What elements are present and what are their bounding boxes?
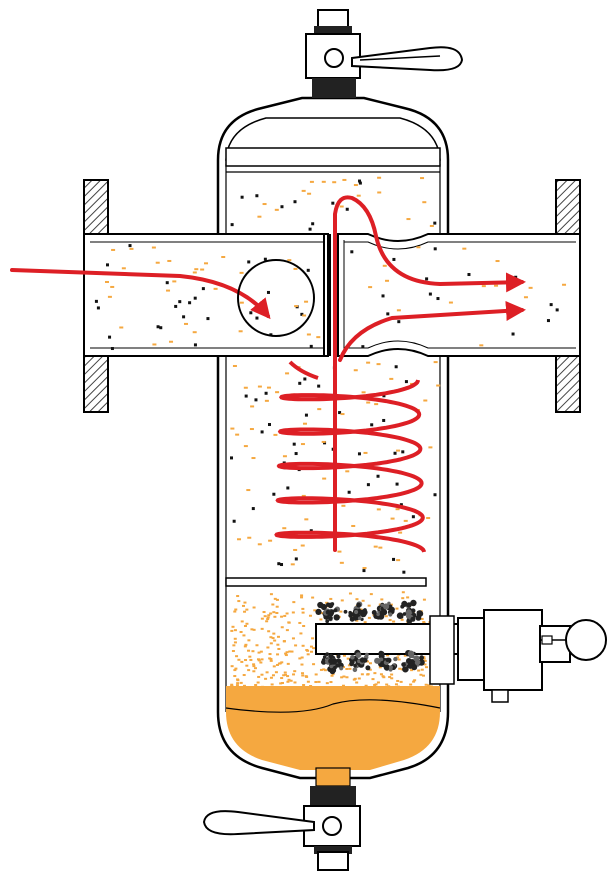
detail-circle: [237, 259, 315, 337]
ball-valve-icon[interactable]: [305, 9, 464, 98]
magnet-rod-icon: [315, 609, 607, 703]
separator-plate: [225, 577, 427, 587]
inlet-pipe: [83, 233, 331, 357]
outlet-pipe: [337, 233, 581, 357]
sediment-zone: [225, 686, 441, 787]
magnetic-debris: [315, 599, 425, 675]
flow-arrows: [10, 195, 526, 552]
ball-valve-icon[interactable]: [202, 786, 361, 871]
vortex-spiral: [274, 360, 426, 553]
